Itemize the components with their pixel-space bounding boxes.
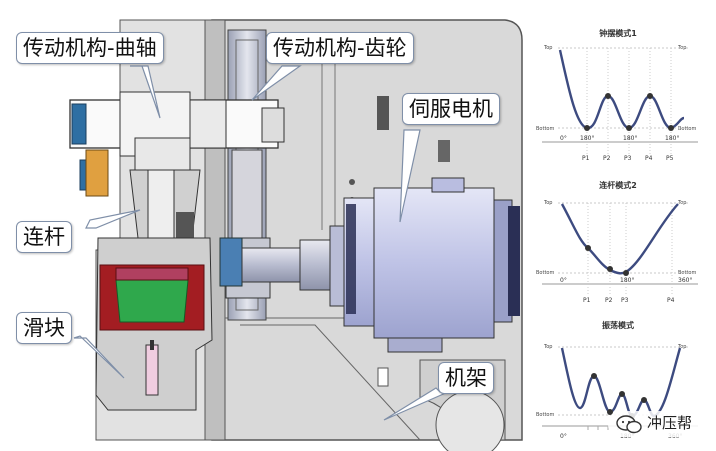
angle-label: 180° <box>580 135 594 142</box>
top-label: Top <box>543 200 552 206</box>
watermark-badge <box>608 411 702 437</box>
wechat-icon <box>616 415 642 434</box>
callout-gear: 传动机构-齿轮 <box>266 32 414 64</box>
bottom-label: Bottom <box>536 412 554 418</box>
angle-label: 0° <box>560 135 567 142</box>
bottom-label: Bottom <box>678 126 696 132</box>
callout-servo-motor: 伺服电机 <box>402 93 500 125</box>
drive-shaft <box>219 225 345 307</box>
p-label: P5 <box>666 155 674 162</box>
servo-motor <box>343 177 520 353</box>
motion-chart-linkage: 连杆模式2 Top Top Bottom Bottom 0° 180° 360°… <box>528 176 708 310</box>
top-label: Top <box>677 200 686 206</box>
p-label: P4 <box>667 297 675 304</box>
p-label: P1 <box>582 155 590 162</box>
top-label: Top <box>543 45 552 51</box>
p-label: P1 <box>583 297 591 304</box>
p-label: P2 <box>605 297 613 304</box>
chart-title: 钟摆模式1 <box>599 28 637 38</box>
leader-lines <box>73 65 449 421</box>
chart-title: 连杆模式2 <box>599 180 637 190</box>
angle-label: 360° <box>678 277 692 284</box>
callout-crankshaft: 传动机构-曲轴 <box>16 32 164 64</box>
p-label: P3 <box>621 297 629 304</box>
bottom-label: Bottom <box>536 270 554 276</box>
callout-slider: 滑块 <box>16 312 72 344</box>
angle-label: 180° <box>623 135 637 142</box>
top-label: Top <box>677 45 686 51</box>
p-label: P2 <box>603 155 611 162</box>
watermark-text: 冲压帮 <box>647 414 693 432</box>
chart-title: 振荡模式 <box>602 320 634 330</box>
bottom-label: Bottom <box>536 126 554 132</box>
p-label: P3 <box>624 155 632 162</box>
p-label: P4 <box>645 155 653 162</box>
top-label: Top <box>677 344 686 350</box>
callout-frame: 机架 <box>438 362 494 394</box>
callout-connecting-rod: 连杆 <box>16 221 72 253</box>
motion-chart-pendulum: 钟摆模式1 Top Top Bottom Bottom 0° 180° 180°… <box>528 26 708 166</box>
angle-label: 180° <box>620 277 634 284</box>
top-label: Top <box>543 344 552 350</box>
angle-label: 0° <box>560 277 567 284</box>
slider <box>95 237 213 411</box>
crankshaft <box>69 91 285 197</box>
press-cross-section <box>69 19 523 451</box>
angle-label: 0° <box>560 433 567 440</box>
angle-label: 180° <box>665 135 679 142</box>
